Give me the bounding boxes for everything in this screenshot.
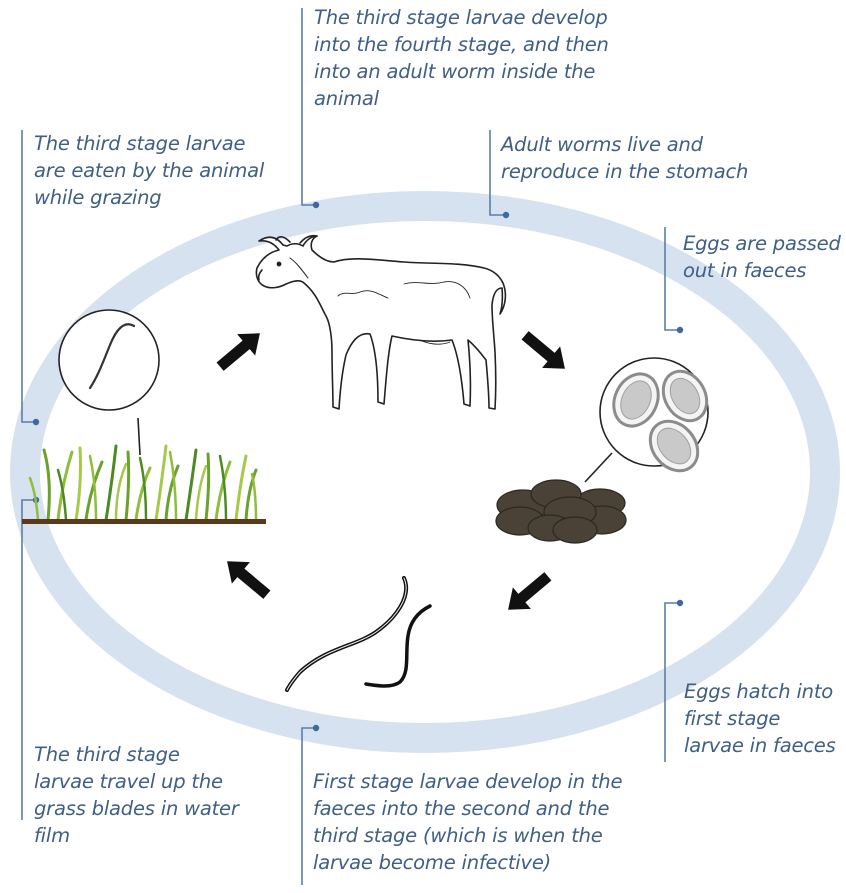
caption-develop: First stage larvae develop in the faeces… xyxy=(313,768,631,876)
caption-eggs-passed: Eggs are passed out in faeces xyxy=(683,230,843,284)
grass-blades xyxy=(30,446,256,520)
leader-dot-eggs-hatch xyxy=(677,600,683,606)
arrow-larvae-to-grass xyxy=(218,551,276,606)
caption-fourth-stage: The third stage larvae develop into the … xyxy=(314,4,644,112)
soil-strip xyxy=(22,519,266,524)
eggs-magnified xyxy=(585,358,715,482)
caption-travel: The third stage larvae travel up the gra… xyxy=(34,741,244,849)
leader-dot-fourth-stage xyxy=(313,202,319,208)
caption-eggs-hatch: Eggs hatch into first stage larvae in fa… xyxy=(684,678,844,759)
flow-arrows xyxy=(211,323,574,621)
leader-dot-eaten xyxy=(33,419,39,425)
larvae-worms xyxy=(287,578,430,690)
faeces-pile xyxy=(496,480,626,543)
goat-illustration xyxy=(256,236,505,409)
leader-dot-eggs-passed xyxy=(677,327,683,333)
leader-dot-adult xyxy=(503,212,509,218)
arrow-goat-to-faeces xyxy=(516,325,574,380)
caption-eaten: The third stage larvae are eaten by the … xyxy=(34,130,270,211)
caption-adult: Adult worms live and reproduce in the st… xyxy=(501,131,761,185)
arrow-faeces-to-larvae xyxy=(499,566,557,621)
arrow-grass-to-goat xyxy=(211,323,269,378)
leader-dot-develop xyxy=(313,725,319,731)
